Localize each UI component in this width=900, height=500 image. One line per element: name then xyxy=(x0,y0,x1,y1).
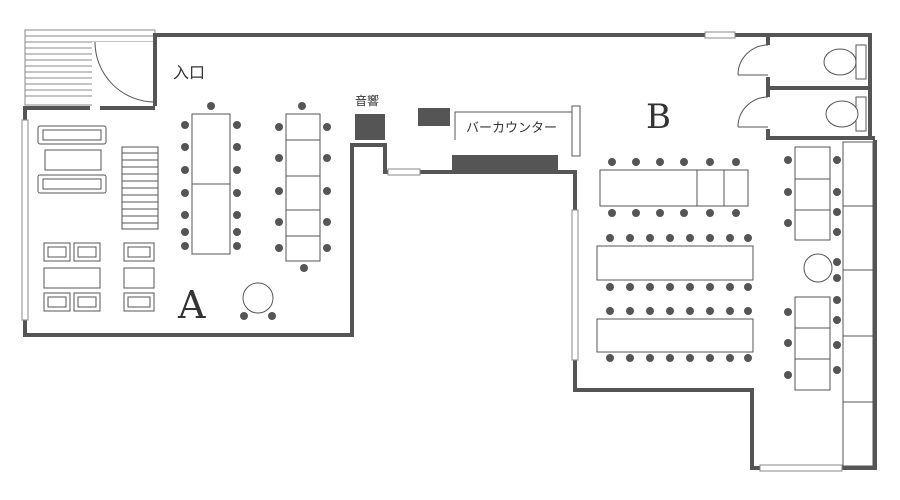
stairs xyxy=(121,146,159,230)
banquet-table xyxy=(181,102,241,255)
toilet-icon xyxy=(825,96,867,132)
banquet-table xyxy=(275,102,331,272)
sound-label: 音響 xyxy=(355,93,379,108)
area-b-label: B xyxy=(646,97,671,137)
sofa-set xyxy=(37,125,107,194)
banquet-table xyxy=(596,307,754,362)
wall-bench xyxy=(842,141,874,467)
area-a-label: A xyxy=(177,283,206,327)
banquet-table xyxy=(784,296,841,391)
bar-counter xyxy=(418,105,581,172)
bar-counter-label: バーカウンター xyxy=(466,121,557,136)
banquet-table xyxy=(599,158,749,217)
round-table xyxy=(803,253,841,283)
sound-equipment xyxy=(355,114,385,140)
round-table xyxy=(240,282,276,320)
restroom xyxy=(737,44,867,132)
toilet-icon xyxy=(823,44,867,80)
banquet-table xyxy=(596,234,754,291)
lounge-seating xyxy=(43,242,155,312)
windows xyxy=(21,31,843,472)
banquet-table xyxy=(784,146,841,241)
entrance-door xyxy=(92,41,156,106)
entrance-label: 入口 xyxy=(173,63,205,82)
